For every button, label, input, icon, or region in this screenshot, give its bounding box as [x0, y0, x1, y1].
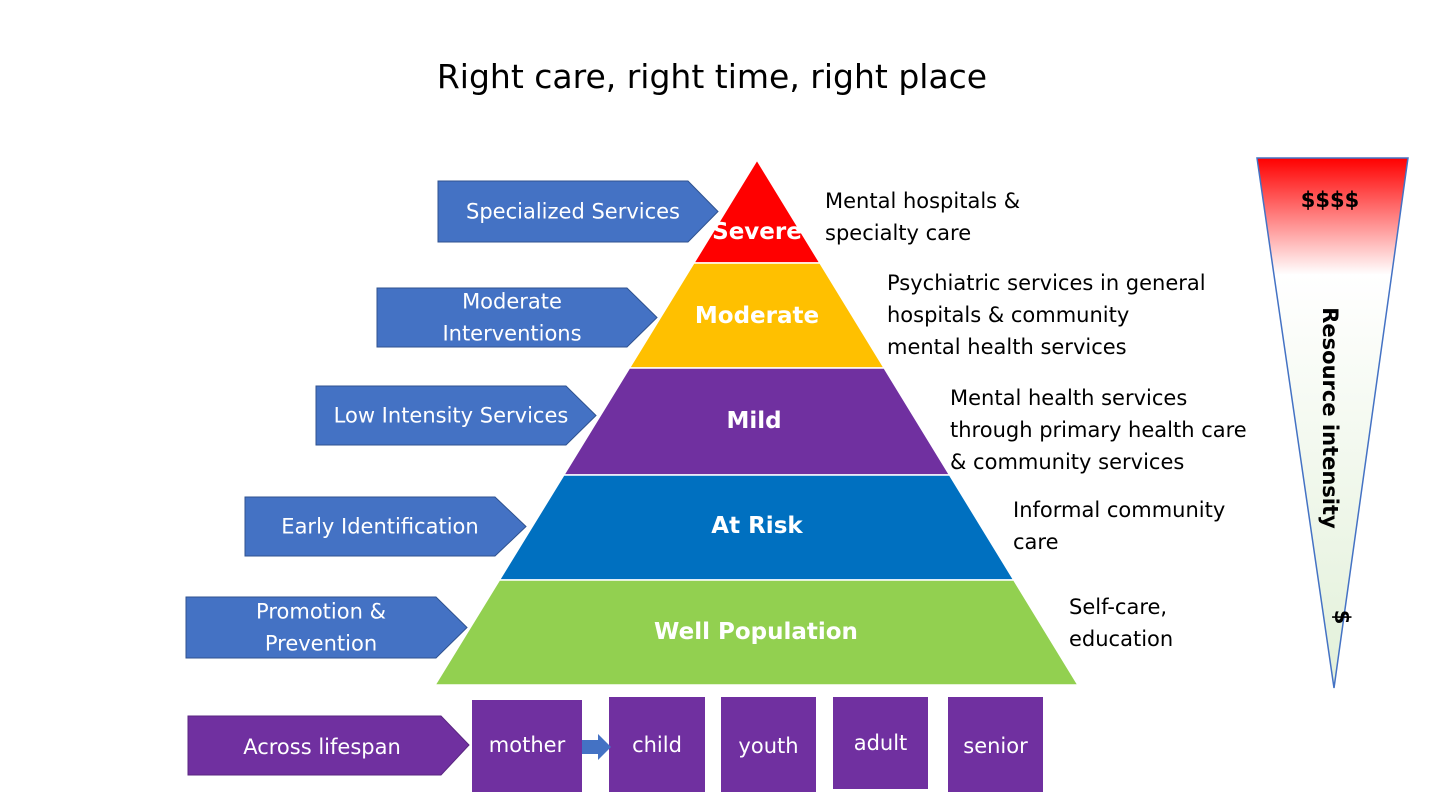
level-3: Early Identification At Risk Informal comm… — [244, 474, 1225, 581]
tier-description-line: care — [1013, 530, 1059, 554]
tier-description-line: Mental hospitals & — [825, 189, 1020, 213]
level-4: Promotion & Prevention Well Population Self… — [185, 579, 1173, 686]
service-arrow — [185, 596, 468, 659]
service-arrow-label: Interventions — [442, 322, 581, 346]
service-arrow — [437, 180, 719, 243]
resource-gauge-high-label: $$$$ — [1301, 188, 1359, 212]
lifespan-stage-box — [948, 697, 1043, 792]
service-arrow — [315, 385, 597, 446]
resource-gauge-wedge — [1256, 157, 1409, 689]
service-arrow-label: Early Identification — [281, 515, 478, 539]
tier-description-line: specialty care — [825, 221, 971, 245]
resource-gauge-low-label: $ — [1330, 610, 1354, 625]
lifespan-stage-box — [833, 697, 928, 789]
tier-label: Well Population — [654, 619, 858, 645]
service-arrow-label: Prevention — [265, 632, 377, 656]
diagram-title: Right care, right time, right place — [437, 57, 987, 96]
tier-description-line: Mental health services — [950, 386, 1187, 410]
lifespan-stage-adult: adult — [854, 731, 908, 755]
lifespan-stage-box — [721, 697, 816, 792]
tier-label: Mild — [726, 408, 781, 434]
tier-description-line: education — [1069, 627, 1173, 651]
tier-description-line: & community services — [950, 450, 1184, 474]
resource-gauge-label: Resource intensity — [1318, 307, 1342, 529]
level-2: Low Intensity Services Mild Mental health … — [315, 367, 1247, 476]
lifespan-arrow — [187, 715, 470, 776]
tier-description-line: mental health services — [887, 335, 1127, 359]
service-arrow-label: Moderate — [462, 290, 562, 314]
tier-label: At Risk — [711, 513, 803, 539]
lifespan-stage-youth: youth — [738, 734, 798, 758]
lifespan-row: Across lifespan mother child youth adult seni… — [187, 697, 1043, 792]
lifespan-stage-box — [609, 697, 705, 792]
pyramid-tier-band — [433, 579, 1080, 686]
service-arrow-label: Promotion & — [256, 600, 386, 624]
tier-description-line: through primary health care — [950, 418, 1247, 442]
lifespan-stage-box — [472, 700, 582, 792]
lifespan-stage-mother: mother — [489, 733, 566, 757]
resource-intensity-gauge: $$$$ $ Resource intensity — [1256, 157, 1409, 689]
tier-description-line: hospitals & community — [887, 303, 1129, 327]
tier-description-line: Psychiatric services in general — [887, 271, 1206, 295]
lifespan-stage-child: child — [632, 733, 682, 757]
service-arrow-label: Low Intensity Services — [334, 404, 569, 428]
tier-label: Severe — [712, 219, 802, 245]
tier-description-line: Self-care, — [1069, 595, 1167, 619]
service-arrow — [244, 496, 527, 557]
tier-label: Moderate — [695, 303, 819, 329]
lifespan-stage-senior: senior — [963, 734, 1028, 758]
lifespan-connector-arrow — [582, 734, 611, 760]
service-arrow-label: Specialized Services — [466, 200, 680, 224]
service-arrow — [376, 287, 658, 348]
lifespan-label: Across lifespan — [243, 735, 401, 759]
tier-description-line: Informal community — [1013, 498, 1225, 522]
